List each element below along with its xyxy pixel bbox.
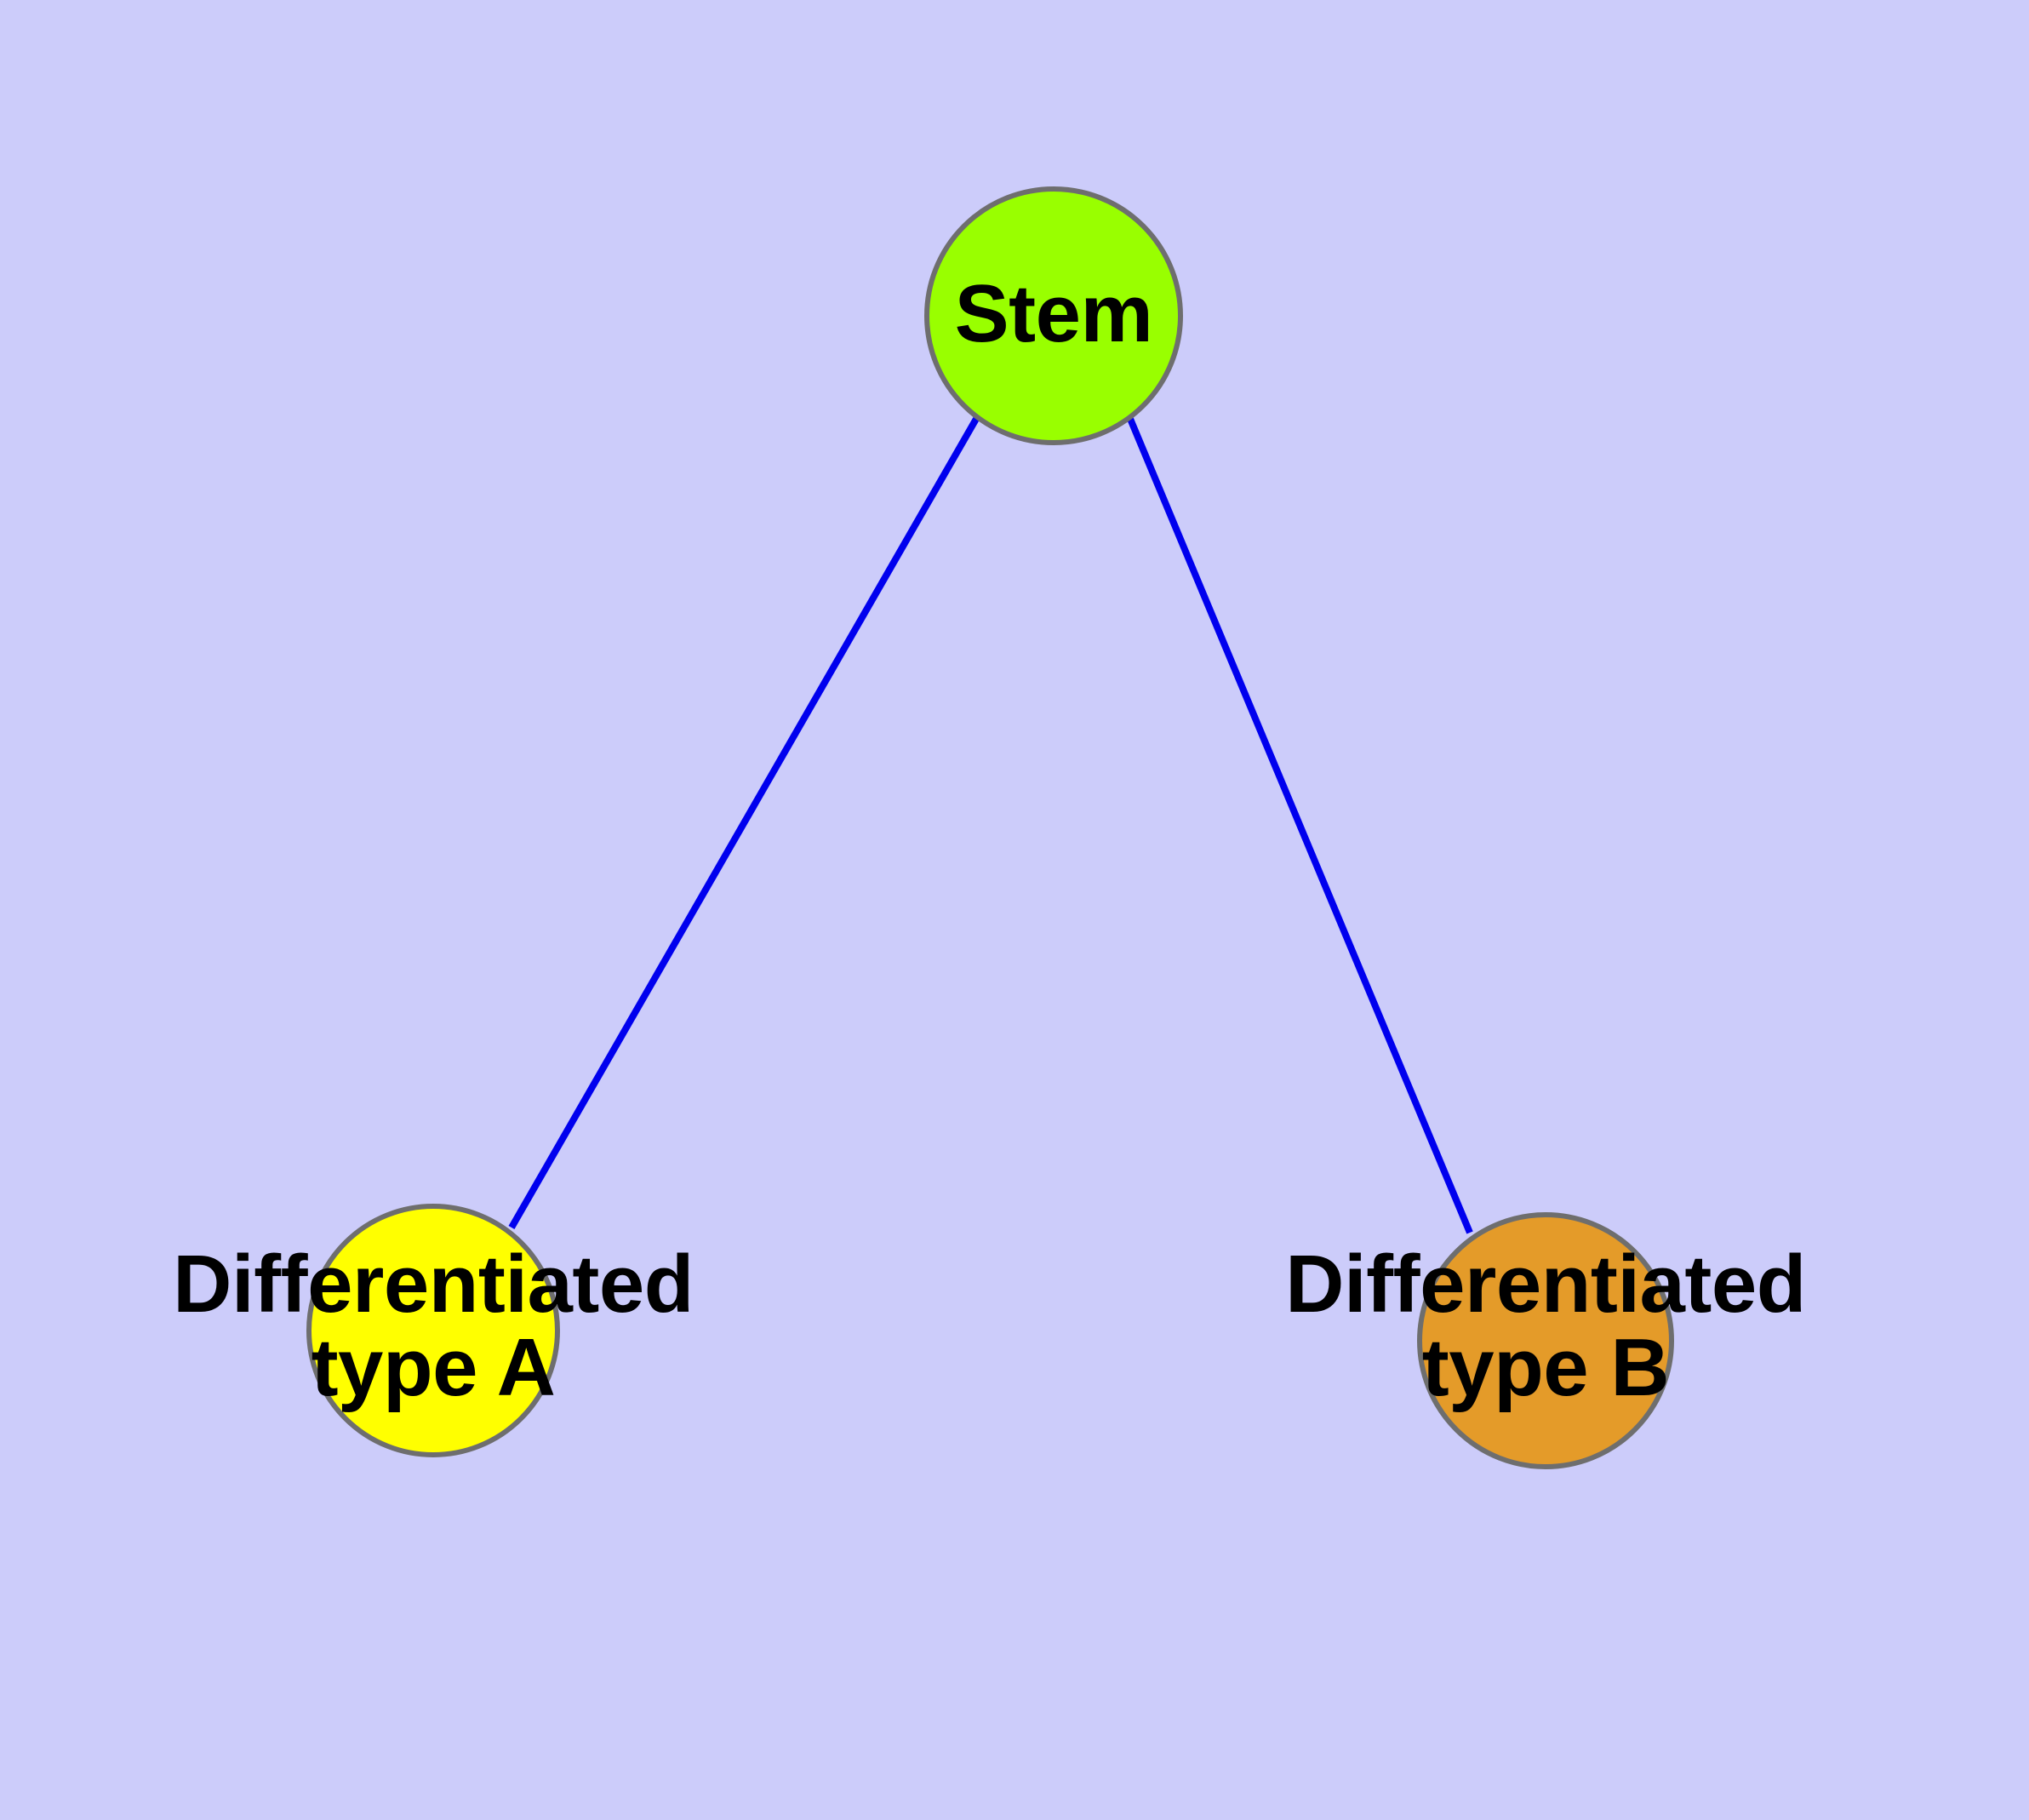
node-stem[interactable] — [924, 186, 1183, 445]
node-differentiated-type-b-label: Differentiated type B — [1285, 1239, 1806, 1413]
node-differentiated-type-a[interactable] — [306, 1204, 560, 1457]
edge-stem-to-differentiated-type-a — [508, 417, 980, 1229]
node-differentiated-type-a-label: Differentiated type A — [173, 1239, 694, 1413]
node-stem-label: Stem — [954, 268, 1153, 359]
edge-stem-to-differentiated-type-b — [1127, 417, 1473, 1234]
node-differentiated-type-b[interactable] — [1417, 1212, 1674, 1469]
